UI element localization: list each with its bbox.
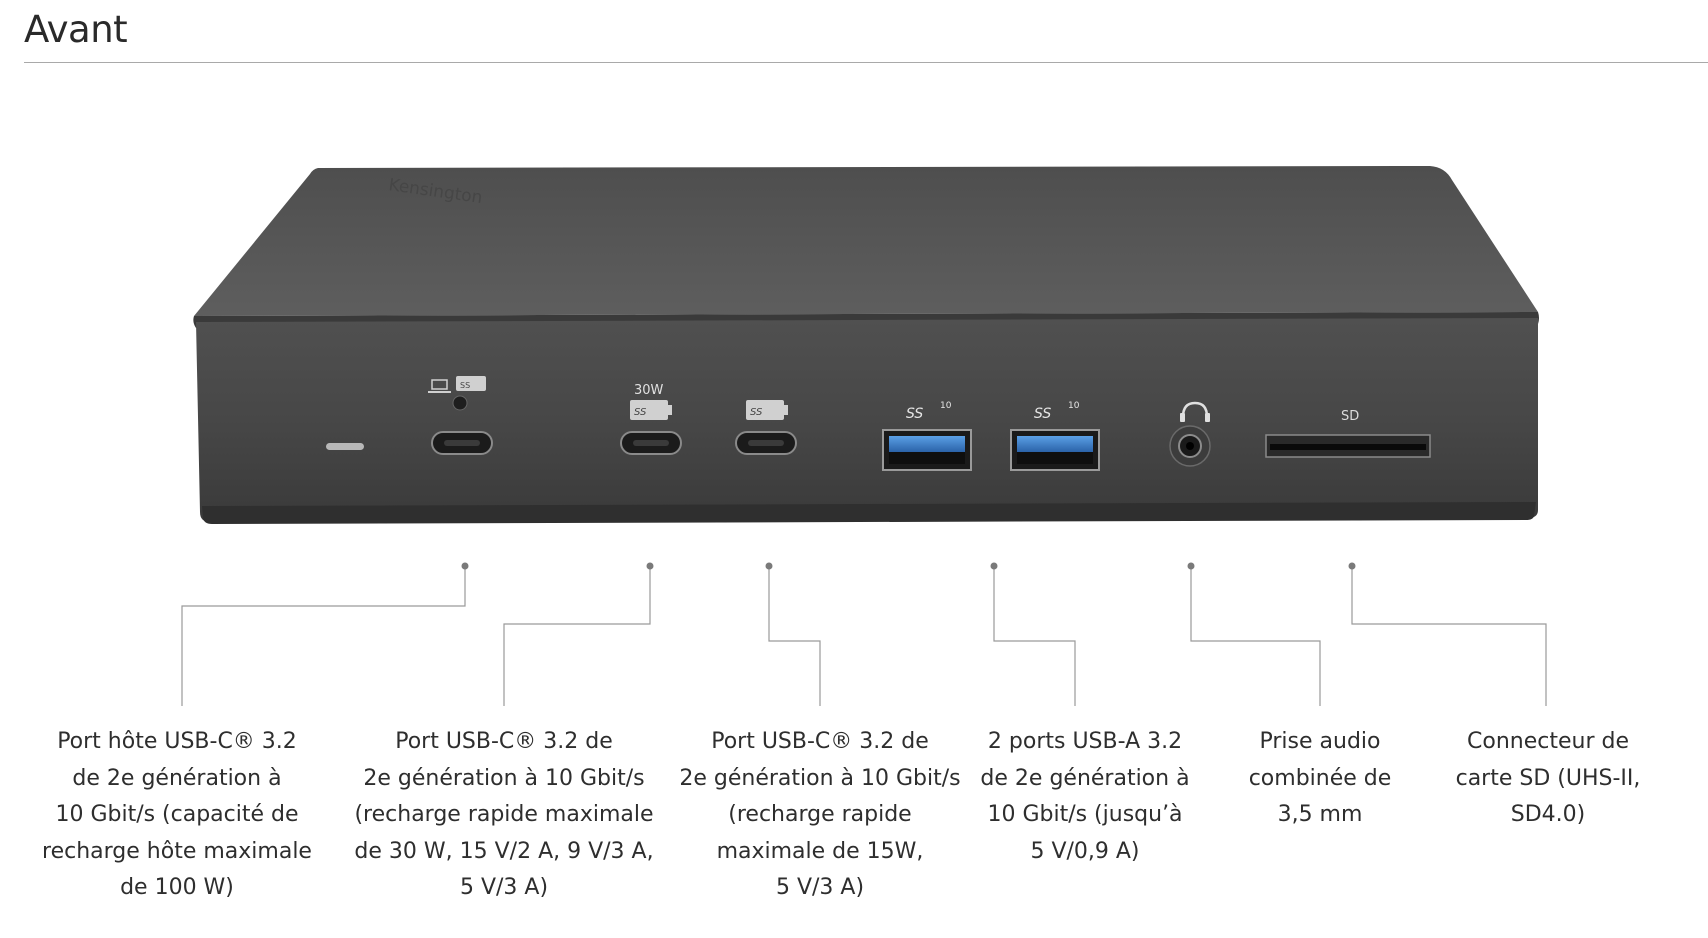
callout-sd: Connecteur de carte SD (UHS-II, SD4.0) xyxy=(1455,729,1641,827)
dock-top xyxy=(194,166,1538,316)
usb-a-port-1: SS 10 xyxy=(882,401,972,471)
svg-text:10: 10 xyxy=(940,401,952,411)
leader-usb-c-host xyxy=(181,566,466,706)
heading-divider xyxy=(24,62,1708,63)
svg-text:SS: SS xyxy=(634,407,647,418)
usb-a-port-2: SS 10 xyxy=(1010,401,1100,471)
leader-sd xyxy=(1351,566,1547,706)
usb-c-host-port: SS xyxy=(428,376,493,455)
callout-usb-c-30w: Port USB-C® 3.2 de 2e génération à 10 Gb… xyxy=(354,729,654,900)
page-heading: Avant xyxy=(24,8,128,51)
callout-usb-a: 2 ports USB-A 3.2 de 2e génération à 10 … xyxy=(980,729,1190,864)
svg-text:10: 10 xyxy=(1068,401,1080,411)
usb-c-15w-port: SS xyxy=(735,400,797,455)
svg-text:SS: SS xyxy=(1034,406,1051,422)
usb-c-30w-port: 30W SS xyxy=(620,383,682,455)
callout-usb-c-15w: Port USB-C® 3.2 de 2e génération à 10 Gb… xyxy=(679,729,961,900)
leader-usb-a xyxy=(993,566,1076,706)
svg-text:SS: SS xyxy=(750,407,763,418)
sd-mark: SD xyxy=(1341,409,1359,424)
leader-usb-c-15w xyxy=(768,566,821,706)
callout-audio: Prise audio combinée de 3,5 mm xyxy=(1248,729,1392,827)
leader-usb-c-30w xyxy=(503,566,651,706)
host-indicator xyxy=(452,395,468,411)
callout-leaders xyxy=(181,566,1547,706)
status-led xyxy=(326,443,364,450)
headset-icon xyxy=(1181,401,1209,418)
svg-text:SS: SS xyxy=(906,406,923,422)
leader-dots xyxy=(461,562,1356,570)
leader-audio xyxy=(1190,566,1321,706)
audio-jack xyxy=(1169,401,1211,467)
dock-front xyxy=(196,318,1538,522)
sd-card-slot: SD xyxy=(1265,409,1431,458)
callout-usb-c-host: Port hôte USB-C® 3.2 de 2e génération à … xyxy=(42,729,312,900)
svg-text:SS: SS xyxy=(460,381,470,390)
wattage-mark: 30W xyxy=(634,383,664,398)
dock-base xyxy=(202,502,1536,524)
